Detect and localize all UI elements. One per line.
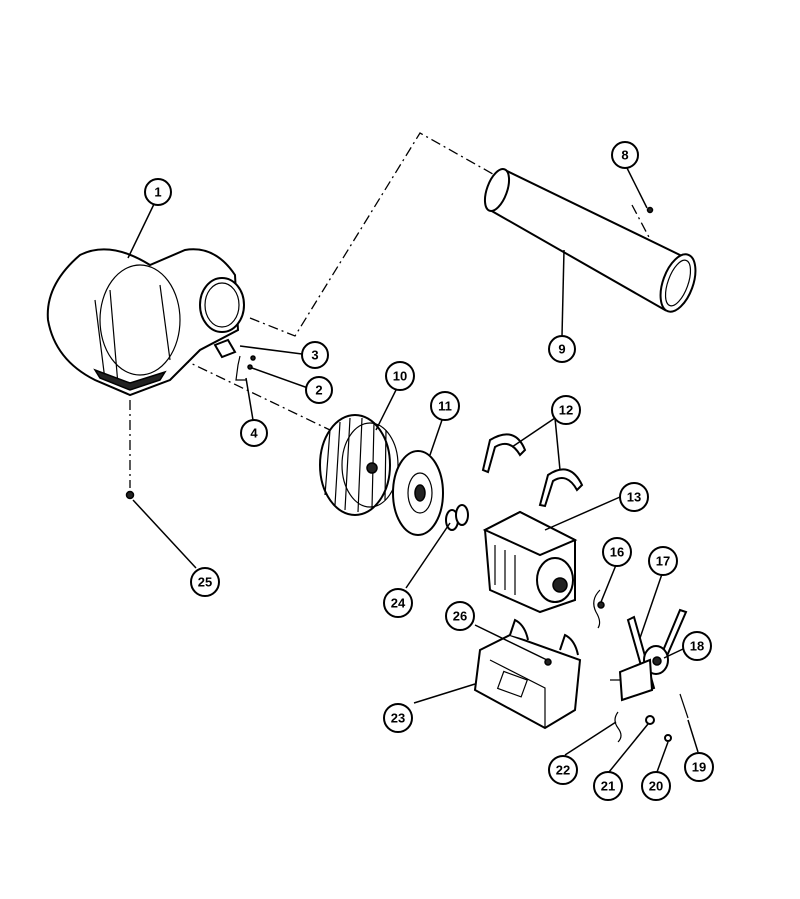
- leader-lines: [127, 167, 699, 773]
- callout-9[interactable]: 9: [548, 335, 576, 363]
- callout-label-10: 10: [393, 369, 407, 384]
- callout-13[interactable]: 13: [619, 482, 649, 512]
- drive-motor-part: [482, 510, 578, 614]
- callout-8[interactable]: 8: [611, 141, 639, 169]
- exhaust-duct-part: [483, 168, 697, 313]
- callout-label-16: 16: [610, 545, 624, 560]
- callout-label-1: 1: [154, 185, 161, 200]
- callout-label-23: 23: [391, 711, 405, 726]
- callout-16[interactable]: 16: [602, 537, 632, 567]
- callout-10[interactable]: 10: [385, 361, 415, 391]
- callout-25[interactable]: 25: [190, 567, 220, 597]
- small-hardware-parts: [614, 693, 689, 743]
- callout-24[interactable]: 24: [383, 588, 413, 618]
- callout-label-3: 3: [311, 348, 318, 363]
- callout-1[interactable]: 1: [144, 178, 172, 206]
- motor-clamp-parts: [481, 433, 584, 508]
- callout-label-26: 26: [453, 609, 467, 624]
- callout-label-13: 13: [627, 490, 641, 505]
- callout-label-25: 25: [198, 575, 212, 590]
- callout-label-24: 24: [391, 596, 406, 611]
- callout-26[interactable]: 26: [445, 601, 475, 631]
- idler-assembly-part: [618, 608, 688, 702]
- screw-parts: [125, 490, 552, 666]
- assembly-lines: [129, 132, 661, 681]
- callout-11[interactable]: 11: [430, 391, 460, 421]
- blower-wheel-part: [319, 414, 399, 516]
- callout-label-12: 12: [559, 403, 573, 418]
- callout-3[interactable]: 3: [301, 341, 329, 369]
- coupling-part: [445, 504, 469, 531]
- callout-23[interactable]: 23: [383, 703, 413, 733]
- callout-label-19: 19: [692, 760, 706, 775]
- motor-mount-part: [473, 618, 582, 730]
- callout-label-2: 2: [315, 383, 322, 398]
- spring-part: [593, 589, 605, 629]
- callout-label-8: 8: [621, 148, 628, 163]
- blower-housing-part: [46, 248, 245, 397]
- callout-12[interactable]: 12: [551, 395, 581, 425]
- callout-19[interactable]: 19: [684, 752, 714, 782]
- callout-label-21: 21: [601, 779, 615, 794]
- callout-4[interactable]: 4: [240, 419, 268, 447]
- callout-21[interactable]: 21: [593, 771, 623, 801]
- callout-label-18: 18: [690, 639, 704, 654]
- callout-22[interactable]: 22: [548, 755, 578, 785]
- callout-2[interactable]: 2: [305, 376, 333, 404]
- callout-20[interactable]: 20: [641, 771, 671, 801]
- callout-label-20: 20: [649, 779, 663, 794]
- callout-label-17: 17: [656, 554, 670, 569]
- callout-label-9: 9: [558, 342, 565, 357]
- seal-part: [392, 450, 444, 536]
- bracket-parts: [213, 338, 256, 381]
- callout-17[interactable]: 17: [648, 546, 678, 576]
- callout-label-22: 22: [556, 763, 570, 778]
- callout-label-4: 4: [250, 426, 258, 441]
- callout-18[interactable]: 18: [682, 631, 712, 661]
- callout-label-11: 11: [438, 399, 452, 414]
